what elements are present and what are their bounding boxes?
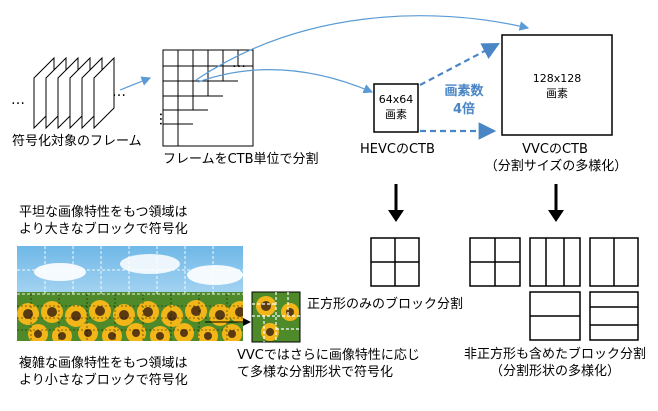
vvc-ctb-box xyxy=(501,34,613,136)
flat-region-line2: より大きなブロックで符号化 xyxy=(19,222,188,237)
ellipsis-left: … xyxy=(11,92,25,108)
vvc-adaptive-line2: て多様な分割形状で符号化 xyxy=(237,365,394,380)
arrow-frames-to-grid xyxy=(119,76,152,91)
nonsquare-caption-line2: （分割形状の多様化） xyxy=(489,364,620,379)
sunflower-photo xyxy=(17,246,243,341)
arrow-grid-to-hevc xyxy=(197,69,374,94)
hevc-size-line1: 64x64 xyxy=(378,93,414,106)
ctb-grid xyxy=(162,49,254,147)
hevc-caption: HEVCのCTB xyxy=(360,142,435,157)
arrow-grid-to-vvc xyxy=(195,15,530,81)
square-only-caption: 正方形のみのブロック分割 xyxy=(307,297,464,312)
down-arrow-vvc xyxy=(548,184,564,222)
down-arrow-hevc xyxy=(388,184,404,222)
complex-region-line2: より小さなブロックで符号化 xyxy=(19,373,188,388)
flat-region-line1: 平坦な画像特性をもつ領域は xyxy=(19,205,188,220)
ellipsis-grid-bottom: … xyxy=(156,112,172,126)
vvc-size-line1: 128x128 xyxy=(532,72,582,85)
nonsquare-caption-line1: 非正方形も含めたブロック分割 xyxy=(463,347,646,362)
square-partition-block xyxy=(370,237,420,287)
vvc-size-line2: 画素 xyxy=(546,87,568,100)
ctb-caption: フレームをCTB単位で分割 xyxy=(163,152,319,167)
frame-stack xyxy=(33,56,115,130)
vvc-caption-line1: VVCのCTB xyxy=(522,142,588,157)
hevc-ctb-box xyxy=(373,83,419,133)
frames-caption: 符号化対象のフレーム xyxy=(12,134,142,149)
pixel-ratio-line1: 画素数 xyxy=(444,84,484,99)
vvc-adaptive-line1: VVCではさらに画像特性に応じ xyxy=(237,348,420,363)
zoomed-block xyxy=(251,291,301,343)
pixel-ratio-line2: 4倍 xyxy=(452,102,476,117)
hevc-size-line2: 画素 xyxy=(385,108,407,121)
dashed-arrow-top xyxy=(419,42,500,86)
nonsquare-partition-blocks xyxy=(469,237,639,341)
ellipsis-grid-right: … xyxy=(232,55,246,71)
vvc-caption-line2: （分割サイズの多様化） xyxy=(484,159,628,174)
complex-region-line1: 複雑な画像特性をもつ領域は xyxy=(19,356,188,371)
ellipsis-right: … xyxy=(112,84,126,100)
